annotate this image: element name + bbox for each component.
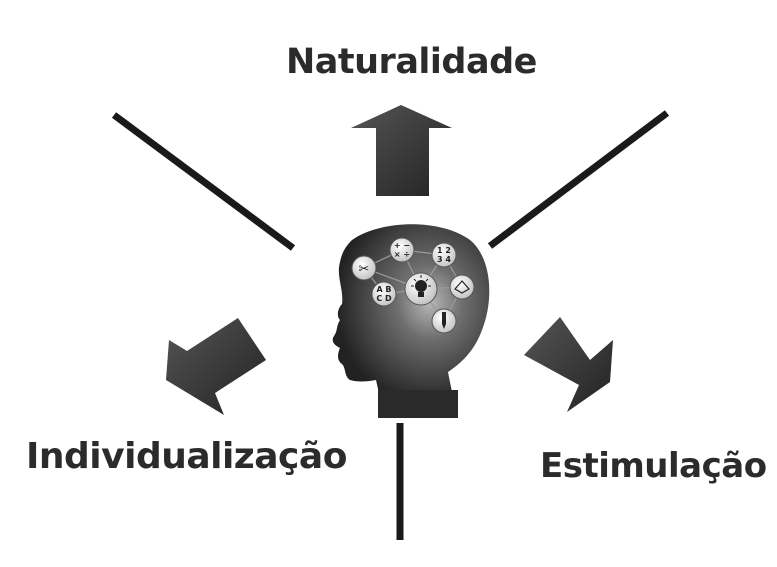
math-operators-icon: + − × ÷ — [390, 238, 414, 262]
lightbulb-icon — [405, 273, 437, 305]
label-individualizacao: Individualização — [26, 436, 347, 477]
numbers-icon: 1 2 3 4 — [432, 243, 456, 267]
divider-line-top-right — [490, 113, 667, 246]
label-estimulacao: Estimulação — [540, 446, 767, 486]
svg-text:3 4: 3 4 — [437, 255, 451, 264]
svg-text:A B: A B — [376, 285, 391, 294]
svg-text:× ÷: × ÷ — [394, 250, 410, 259]
arrow-down-left — [166, 318, 266, 415]
svg-text:+ −: + − — [394, 241, 410, 250]
label-naturalidade: Naturalidade — [286, 42, 537, 82]
arrow-up — [351, 105, 452, 196]
shape-icon — [450, 275, 474, 299]
svg-text:C D: C D — [376, 294, 392, 303]
letters-icon: A B C D — [372, 282, 396, 306]
svg-text:1 2: 1 2 — [437, 246, 451, 255]
arrow-down-right — [524, 317, 613, 412]
svg-text:✂: ✂ — [359, 262, 370, 277]
divider-line-top-left — [114, 115, 293, 248]
scissors-icon: ✂ — [352, 256, 376, 280]
pencil-icon — [432, 309, 456, 333]
